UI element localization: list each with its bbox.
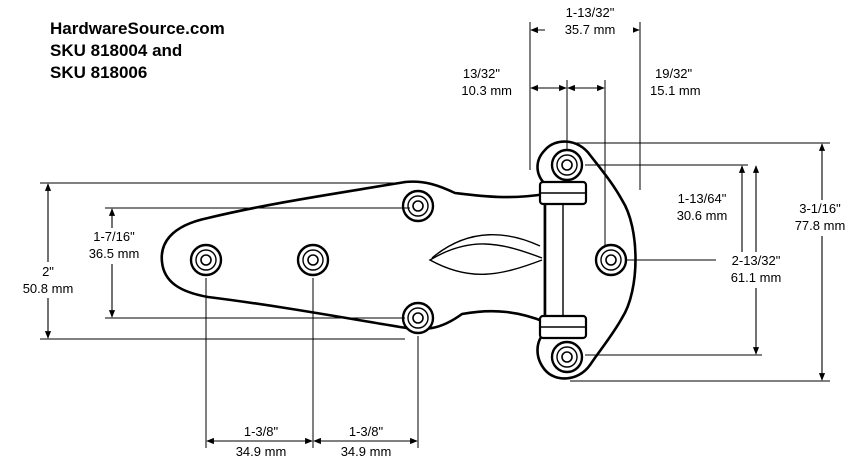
label-flange-upper-inch: 1-13/64": [678, 191, 727, 206]
strap-rib-inner: [431, 234, 541, 259]
label-pin-right-mm: 15.1 mm: [650, 83, 701, 98]
label-overall-depth-inch: 1-13/32": [566, 5, 615, 20]
label-flange-height-mm: 77.8 mm: [795, 218, 846, 233]
label-strap-width-mm: 50.8 mm: [23, 281, 74, 296]
label-pitch-left-inch: 1-3/8": [244, 424, 279, 439]
label-strap-holes-mm: 36.5 mm: [89, 246, 140, 261]
label-flange-height-inch: 3-1/16": [799, 201, 841, 216]
label-flange-holes-mm: 61.1 mm: [731, 270, 782, 285]
label-flange-upper-mm: 30.6 mm: [677, 208, 728, 223]
label-pitch-right-mm: 34.9 mm: [341, 444, 392, 459]
hole-flange-middle: [594, 243, 628, 277]
strap-rib: [428, 243, 543, 275]
site-name: HardwareSource.com: [50, 19, 225, 38]
label-strap-width-inch: 2": [42, 264, 54, 279]
label-pitch-right-inch: 1-3/8": [349, 424, 384, 439]
label-pin-left-inch: 13/32": [463, 66, 501, 81]
sku-line-2: SKU 818006: [50, 63, 148, 82]
hole-flange-top: [550, 148, 584, 182]
label-overall-depth-mm: 35.7 mm: [565, 22, 616, 37]
label-pitch-left-mm: 34.9 mm: [236, 444, 287, 459]
label-pin-left-mm: 10.3 mm: [461, 83, 512, 98]
label-pin-right-inch: 19/32": [655, 66, 693, 81]
hole-strap-top: [401, 189, 435, 223]
hole-strap-middle: [296, 243, 330, 277]
hole-strap-bottom: [401, 301, 435, 335]
label-flange-holes-inch: 2-13/32": [732, 253, 781, 268]
hole-flange-bottom: [550, 340, 584, 374]
strap-leaf: [160, 180, 547, 331]
title-block: HardwareSource.com SKU 818004 and SKU 81…: [50, 18, 225, 84]
hole-strap-left: [189, 243, 223, 277]
sku-line-1: SKU 818004 and: [50, 41, 183, 60]
label-strap-holes-inch: 1-7/16": [93, 229, 135, 244]
